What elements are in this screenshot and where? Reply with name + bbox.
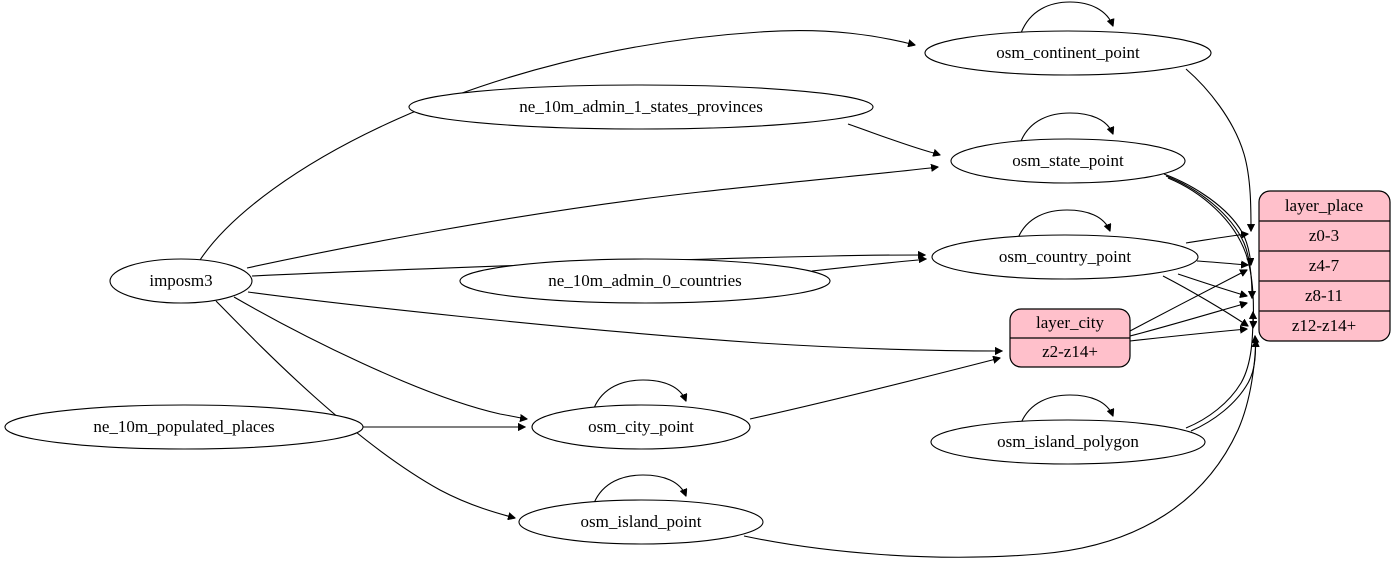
node-label-osm-country-point: osm_country_point [999,247,1131,266]
node-ne-10m-populated-places[interactable]: ne_10m_populated_places [4,404,364,450]
node-shape-layer-place[interactable] [1258,190,1391,342]
node-ne-10m-admin-1-states-provinces[interactable]: ne_10m_admin_1_states_provinces [408,84,874,130]
node-osm-country-point[interactable]: osm_country_point [931,234,1199,280]
edge-osm-state-point-to-layer-place-z8-11 [1165,175,1252,298]
edge-osm-continent-point-to-layer-place-z0-3 [1185,68,1251,231]
node-osm-island-polygon[interactable]: osm_island_polygon [930,419,1206,465]
node-layer: imposm3 ne_10m_admin_1_states_provinces … [4,30,1212,545]
node-label-imposm3: imposm3 [149,271,212,290]
node-label-osm-island-point: osm_island_point [581,512,702,531]
node-shape-ne-10m-admin-0-countries[interactable] [459,258,831,304]
edge-ne-states-to-osm-state-point [847,123,940,155]
self-loop-osm-island-point [593,474,686,504]
layer-place-row-z8-11[interactable]: z8-11 [1305,286,1343,305]
node-label-ne-10m-admin-0-countries: ne_10m_admin_0_countries [548,271,742,290]
node-shape-imposm3[interactable] [109,258,253,304]
self-loop-osm-state-point [1020,112,1113,142]
node-osm-island-point[interactable]: osm_island_point [518,499,764,545]
node-label-osm-city-point: osm_city_point [588,417,694,436]
layer-city-header-label: layer_city [1036,313,1104,332]
edge-layer [199,1,1256,558]
node-osm-city-point[interactable]: osm_city_point [531,404,751,450]
node-shape-osm-city-point[interactable] [531,404,751,450]
edge-osm-country-point-to-layer-place-z4-7 [1196,260,1248,265]
node-shape-osm-continent-point[interactable] [924,30,1212,76]
edge-ne-countries-to-osm-country-point [811,259,926,272]
edge-osm-city-point-to-layer-city [749,358,1000,420]
edge-osm-state-point-to-layer-place-z4-7 [1163,173,1251,265]
edge-osm-island-polygon-to-layer-place-z8-11 [1185,312,1253,429]
node-layer-city[interactable]: layer_city z2-z14+ [1009,308,1131,368]
edge-osm-country-point-to-layer-place-z12-z14 [1162,275,1248,326]
edge-layer-city-to-layer-place-z4-7 [1129,270,1247,332]
node-shape-osm-island-polygon[interactable] [930,419,1206,465]
node-shape-osm-country-point[interactable] [931,234,1199,280]
edge-imposm3-to-osm-state-point [246,167,938,269]
edge-layer-city-to-layer-place-z8-11 [1129,303,1247,337]
node-label-osm-island-polygon: osm_island_polygon [997,432,1139,451]
edge-imposm3-to-osm-city-point [233,296,527,419]
edge-osm-state-point-to-layer-place-z12-z14 [1167,177,1253,328]
layer-place-row-z0-3[interactable]: z0-3 [1309,226,1339,245]
node-label-ne-10m-populated-places: ne_10m_populated_places [93,417,274,436]
edge-layer-city-to-layer-place-z12-z14 [1129,329,1247,342]
node-osm-state-point[interactable]: osm_state_point [950,138,1186,184]
self-loop-osm-island-polygon [1020,394,1113,424]
layer-city-row-z2-z14[interactable]: z2-z14+ [1042,342,1098,361]
node-label-osm-continent-point: osm_continent_point [996,43,1140,62]
edge-osm-island-point-to-layer-place-z12-z14 [743,340,1256,558]
node-shape-ne-10m-admin-1-states-provinces[interactable] [408,84,874,130]
node-ne-10m-admin-0-countries[interactable]: ne_10m_admin_0_countries [459,258,831,304]
node-osm-continent-point[interactable]: osm_continent_point [924,30,1212,76]
edge-osm-island-polygon-to-layer-place-z12-z14 [1190,336,1255,432]
edge-imposm3-to-layer-city [247,291,1002,351]
edge-osm-country-point-to-layer-place-z8-11 [1177,273,1247,296]
node-shape-osm-island-point[interactable] [518,499,764,545]
self-loop-osm-continent-point [1020,1,1113,34]
edge-imposm3-to-osm-continent-point [199,30,915,261]
self-loop-osm-country-point [1017,209,1110,239]
self-loop-osm-city-point [593,379,686,409]
node-imposm3[interactable]: imposm3 [109,258,253,304]
node-layer-place[interactable]: layer_place z0-3 z4-7 z8-11 z12-z14+ [1258,190,1391,342]
node-label-osm-state-point: osm_state_point [1012,151,1124,170]
edge-imposm3-to-osm-island-point [215,300,515,518]
record-node-layer: layer_place z0-3 z4-7 z8-11 z12-z14+ lay… [1009,190,1391,368]
node-shape-osm-state-point[interactable] [950,138,1186,184]
edge-osm-country-point-to-layer-place-z0-3 [1185,234,1248,244]
layer-place-header-label: layer_place [1285,196,1363,215]
layer-place-row-z4-7[interactable]: z4-7 [1309,256,1340,275]
node-shape-ne-10m-populated-places[interactable] [4,404,364,450]
node-label-ne-10m-admin-1-states-provinces: ne_10m_admin_1_states_provinces [519,97,763,116]
layer-place-row-z12-z14[interactable]: z12-z14+ [1292,316,1356,335]
